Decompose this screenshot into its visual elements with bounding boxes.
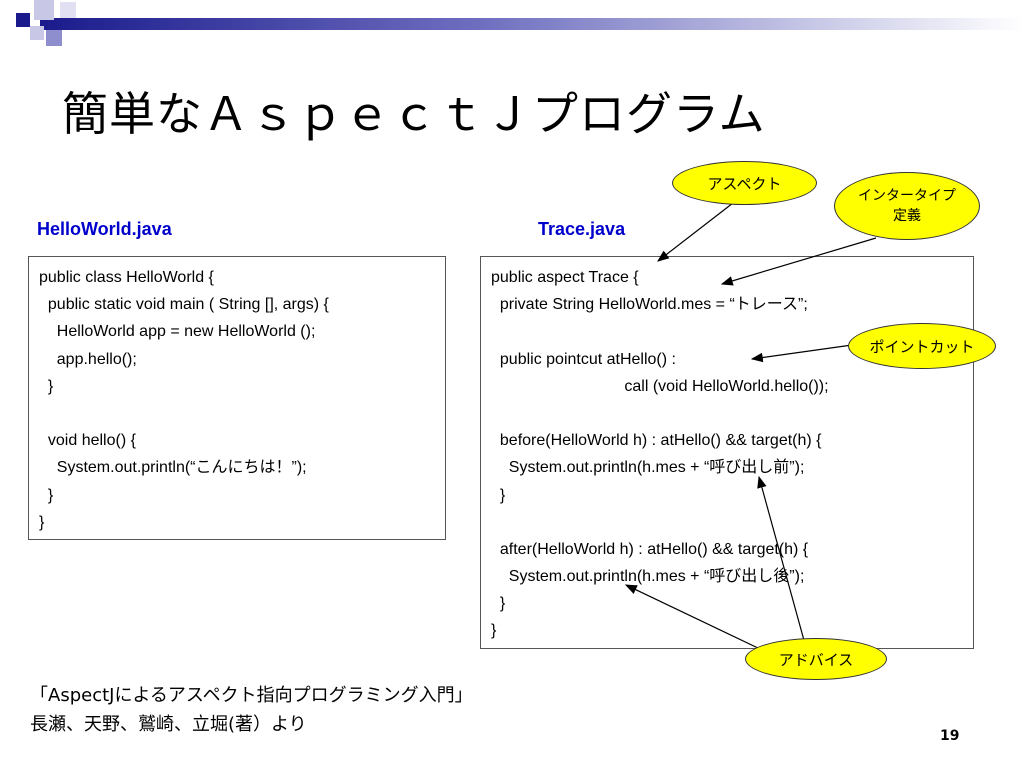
inter-type-callout-line1: インタータイプ xyxy=(858,188,956,204)
code-line: void hello() { xyxy=(39,432,136,450)
aspect-callout-label: アスペクト xyxy=(707,174,782,193)
inter-type-callout: インタータイプ 定義 xyxy=(834,172,980,240)
header-decoration xyxy=(0,0,1024,60)
advice-callout: アドバイス xyxy=(745,638,887,680)
header-gradient-bar xyxy=(40,18,1024,30)
inter-type-arrow xyxy=(720,237,877,286)
slide-title: 簡単なＡｓｐｅｃｔＪプログラム xyxy=(62,87,766,141)
code-line: } xyxy=(39,513,45,531)
pointcut-callout-label: ポイントカット xyxy=(869,337,975,356)
code-line: System.out.println(h.mes + “呼び出し前”); xyxy=(491,459,805,477)
code-line: HelloWorld app = new HelloWorld (); xyxy=(39,323,316,341)
header-square-light xyxy=(60,2,76,18)
page-number: 19 xyxy=(940,728,960,744)
code-line: public aspect Trace { xyxy=(491,269,639,286)
header-square-mid xyxy=(46,30,62,46)
hello-file-label: HelloWorld.java xyxy=(37,219,172,239)
pointcut-arrow xyxy=(750,344,853,363)
advice-arrow-after xyxy=(624,584,761,650)
trace-file-label: Trace.java xyxy=(538,219,626,239)
code-line: } xyxy=(491,486,506,504)
aspect-callout: アスペクト xyxy=(672,161,817,205)
code-line: after(HelloWorld h) : atHello() && targe… xyxy=(491,540,809,558)
code-line: call (void HelloWorld.hello()); xyxy=(491,377,829,395)
header-square-light xyxy=(34,0,54,20)
hello-code-box: public class HelloWorld { public static … xyxy=(28,256,446,540)
header-square-dark xyxy=(16,13,30,27)
code-line: } xyxy=(39,486,54,504)
code-line: } xyxy=(491,622,497,640)
header-square-light xyxy=(30,26,44,40)
advice-callout-label: アドバイス xyxy=(778,650,854,669)
code-line: public static void main ( String [], arg… xyxy=(39,296,329,314)
code-line: before(HelloWorld h) : atHello() && targ… xyxy=(491,432,822,450)
code-line: } xyxy=(491,595,506,613)
code-line: System.out.println(h.mes + “呼び出し後”); xyxy=(491,568,805,586)
code-line: public class HelloWorld { xyxy=(39,269,214,286)
pointcut-callout: ポイントカット xyxy=(848,323,996,369)
inter-type-callout-line2: 定義 xyxy=(893,208,921,224)
code-line: System.out.println(“こんにちは！”); xyxy=(39,459,307,477)
advice-arrow-before xyxy=(757,475,806,645)
reference-authors: 長瀬、天野、鷲崎、立堀(著）より xyxy=(30,714,307,735)
code-line: app.hello(); xyxy=(39,350,137,368)
reference-title: 「AspectJによるアスペクト指向プログラミング入門」 xyxy=(30,685,473,706)
aspect-arrow xyxy=(657,202,734,262)
code-line: public pointcut atHello() : xyxy=(491,350,676,368)
code-line: private String HelloWorld.mes = “トレース”; xyxy=(491,296,808,314)
code-line: } xyxy=(39,377,54,395)
trace-code-box: public aspect Trace { private String Hel… xyxy=(480,256,974,649)
